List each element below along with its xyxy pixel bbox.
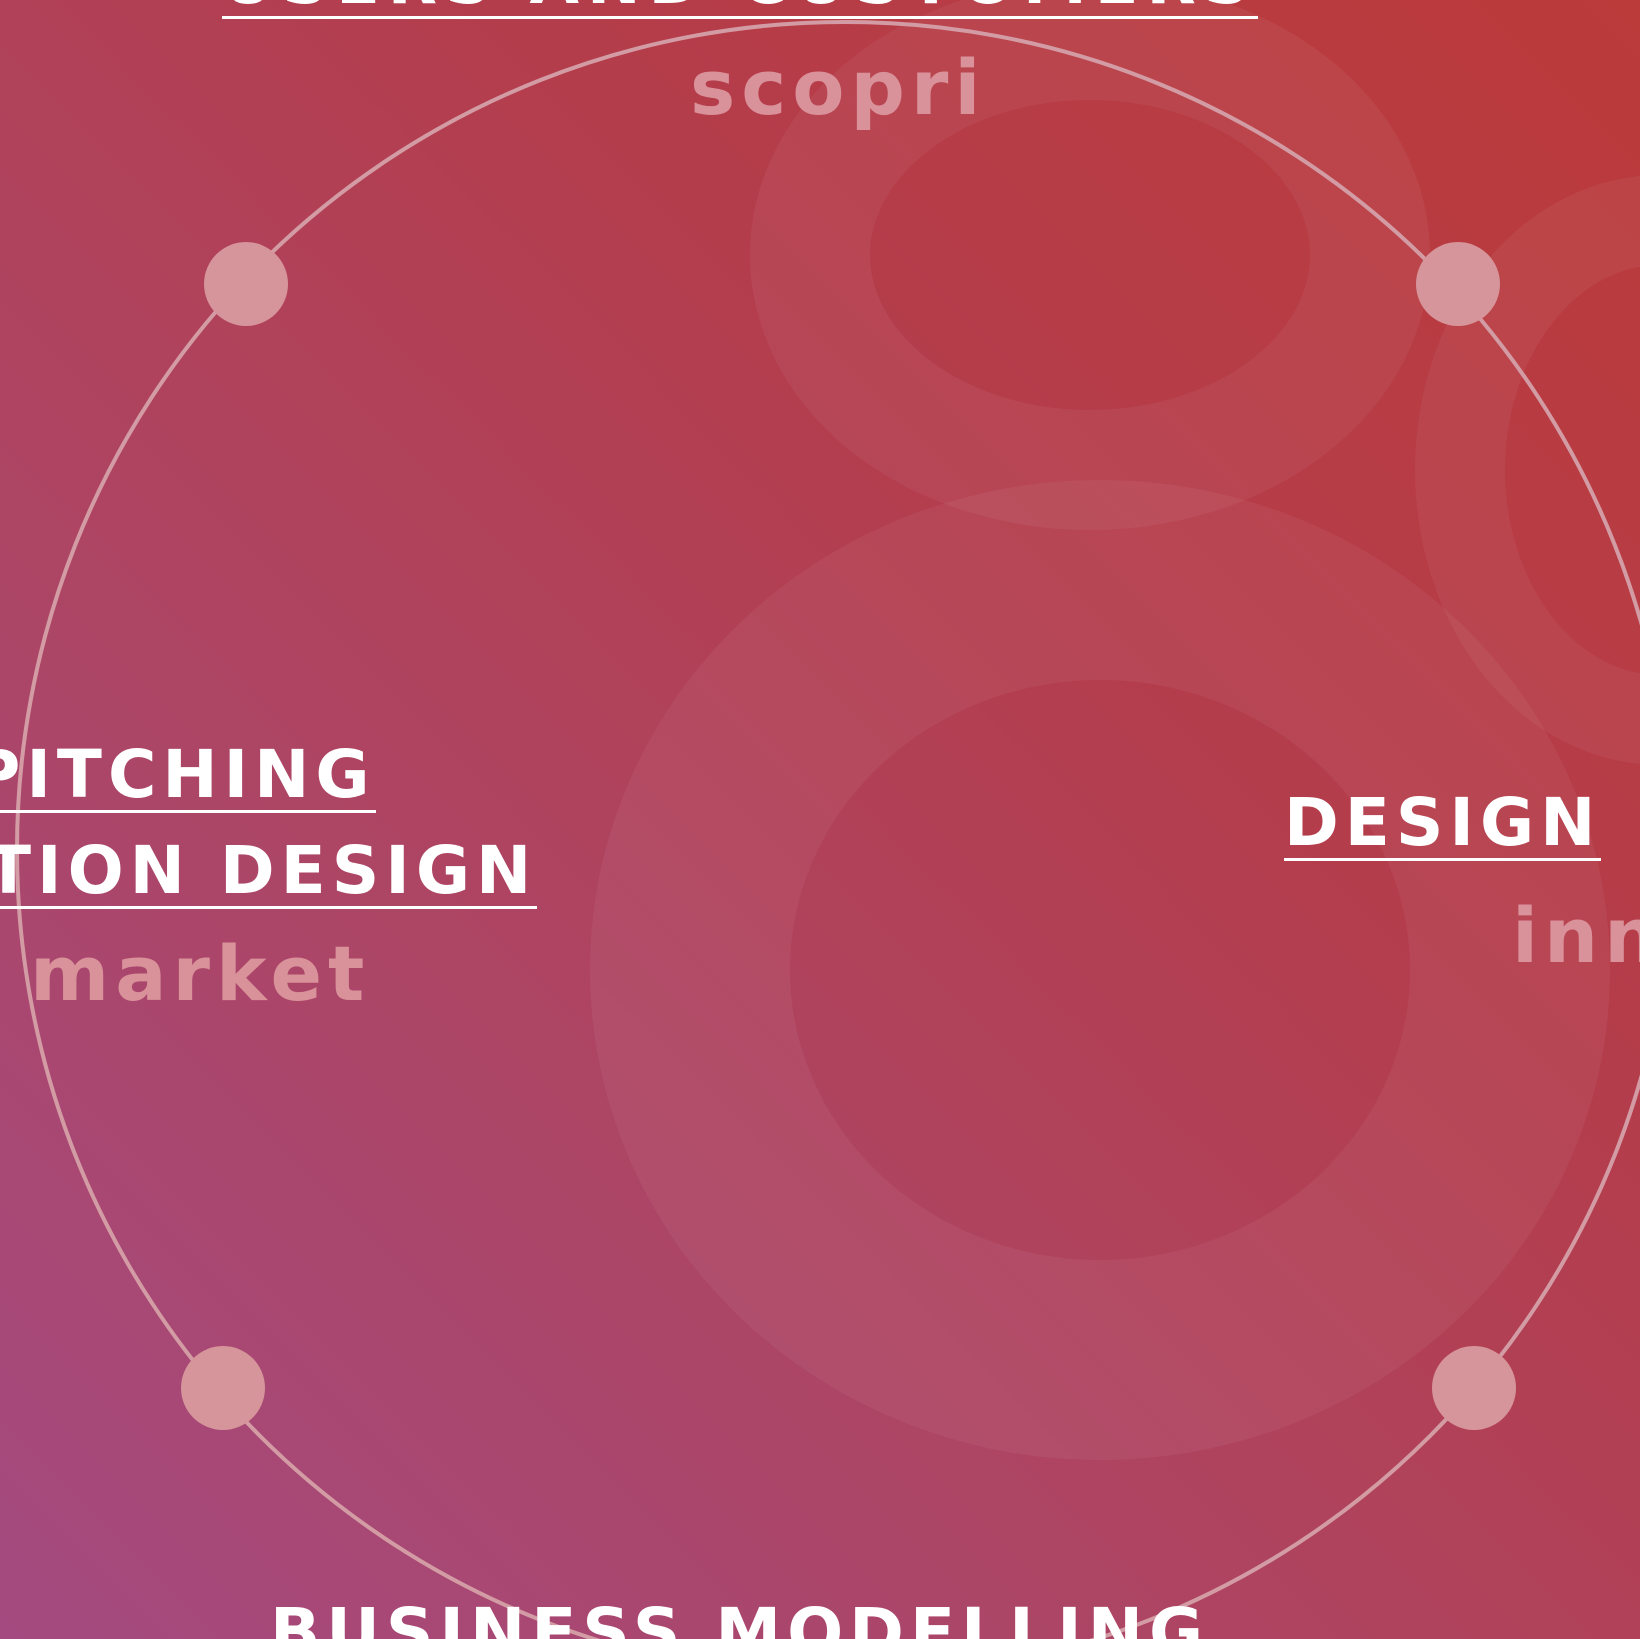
node-sub-left: market bbox=[30, 929, 371, 1018]
node-label-left-line1[interactable]: PITCHING bbox=[0, 742, 376, 813]
node-label-top[interactable]: USERS AND CUSTOMERS bbox=[222, 0, 1258, 19]
node-dot-top-left[interactable] bbox=[204, 242, 288, 326]
node-dot-bottom-left[interactable] bbox=[181, 1346, 265, 1430]
watermark-glyph bbox=[590, 0, 1640, 1460]
node-sub-top: scopri bbox=[690, 43, 987, 132]
cycle-ring bbox=[15, 20, 1640, 1639]
node-dot-top-right[interactable] bbox=[1416, 242, 1500, 326]
node-label-bottom[interactable]: BUSINESS MODELLING bbox=[270, 1594, 1210, 1639]
node-label-left-line2[interactable]: TION DESIGN bbox=[0, 838, 538, 909]
node-label-right[interactable]: DESIGN bbox=[1284, 784, 1602, 861]
node-dot-bottom-right[interactable] bbox=[1432, 1346, 1516, 1430]
node-sub-right: inn bbox=[1512, 891, 1640, 980]
